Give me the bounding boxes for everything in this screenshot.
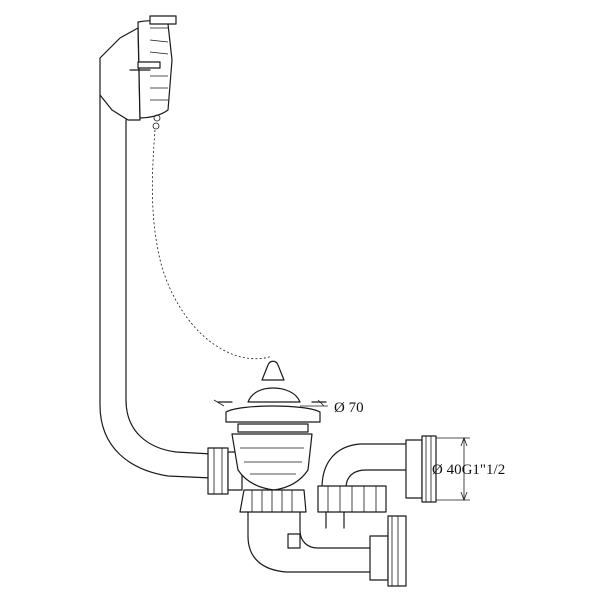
outlet-dimension: Ø 40G1"1/2 — [432, 436, 505, 502]
waste-body — [231, 433, 313, 513]
outlet-pipe — [317, 443, 411, 529]
strainer-diameter-label: Ø 70 — [334, 400, 364, 416]
overflow-head — [99, 15, 177, 121]
outlet-size-label: Ø 40G1"1/2 — [432, 462, 505, 478]
overflow-pipe — [99, 94, 213, 479]
strainer-dimension: Ø 70 — [213, 399, 364, 416]
strainer-plug — [217, 360, 327, 433]
overflow-connector — [207, 447, 243, 495]
trap-nut — [369, 515, 407, 587]
trap — [247, 511, 371, 573]
chain — [151, 114, 273, 360]
outlet-connector — [405, 435, 437, 503]
